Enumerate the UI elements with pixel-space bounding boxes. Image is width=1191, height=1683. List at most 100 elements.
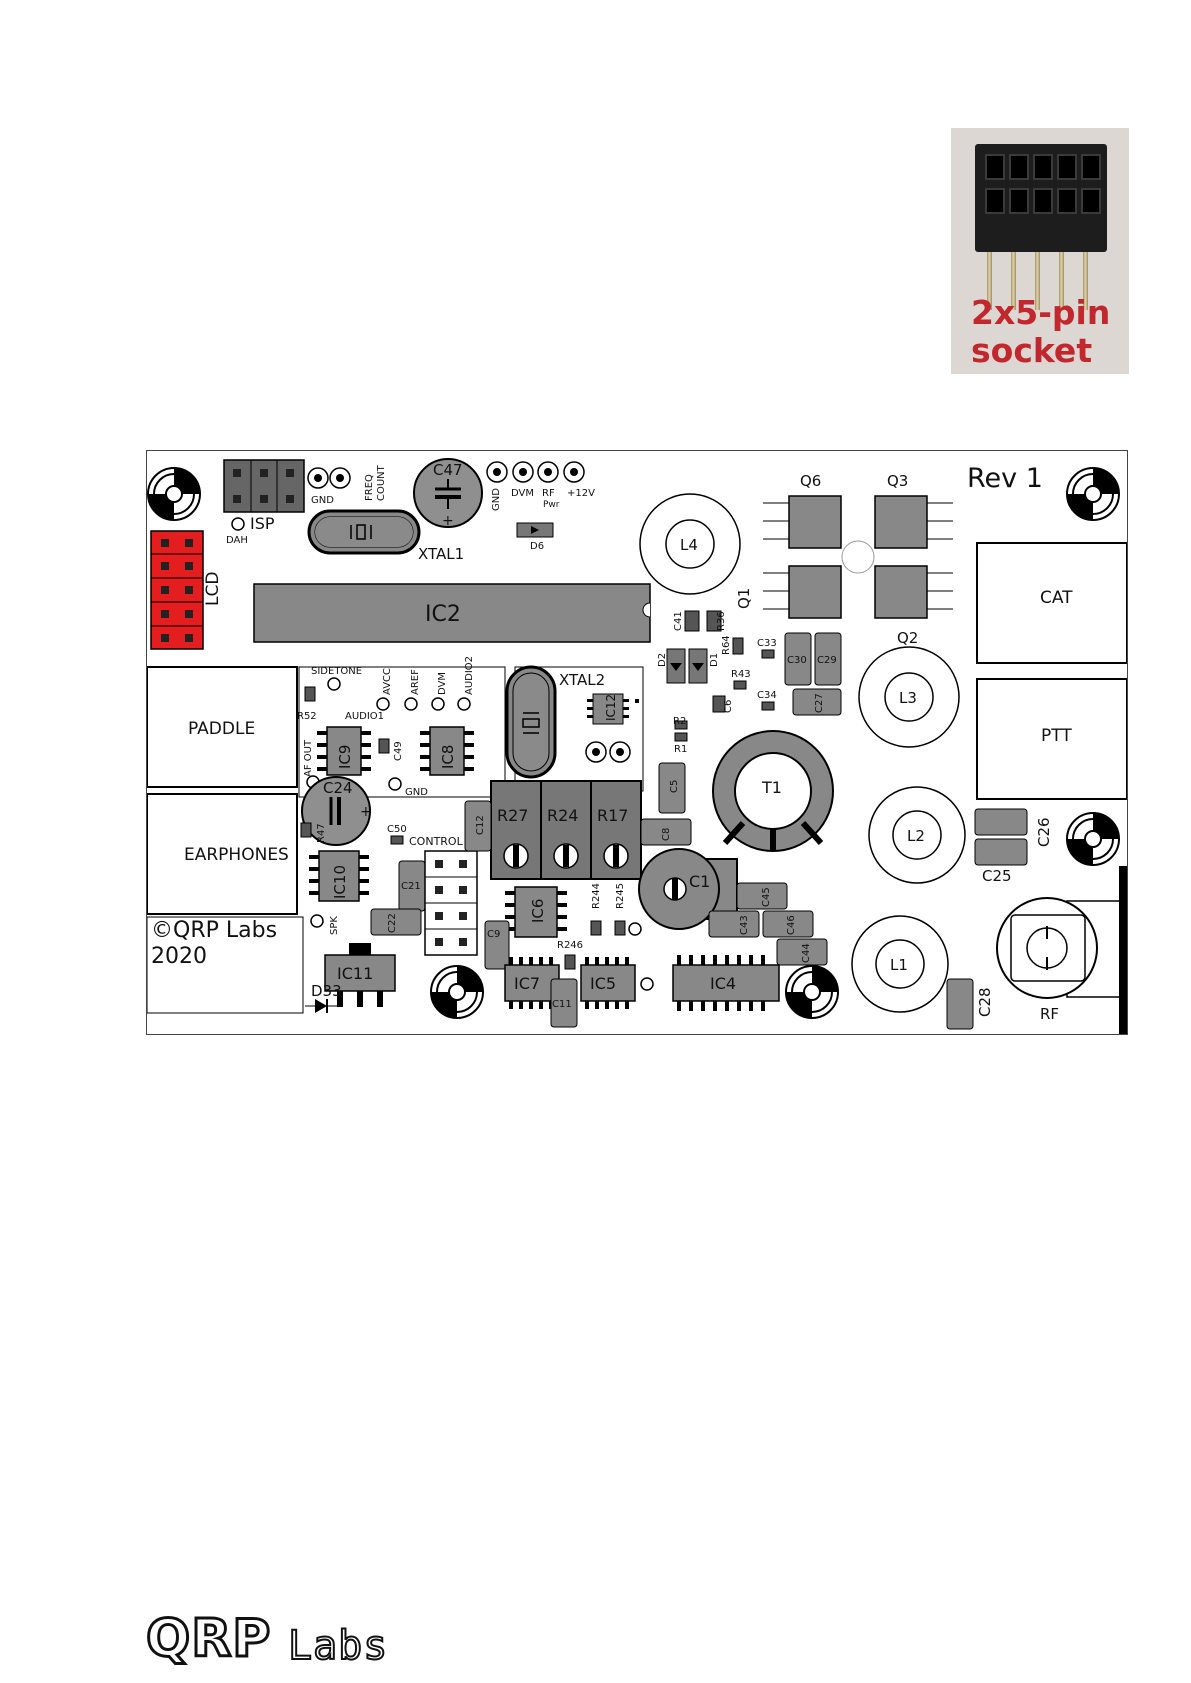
testpoint [640,977,654,991]
paddle-jack: PADDLE [147,666,298,788]
ic4: IC4 [672,955,780,1011]
ic12: IC12 [587,693,629,725]
af-out-label: AF OUT [303,739,314,777]
l4-inductor: L4 [639,493,741,595]
avcc-label: AVCC [382,668,393,695]
c41-label: C41 [673,611,684,631]
paddle-label: PADDLE [188,719,255,739]
c6-label: C6 [723,700,734,713]
c1-label: C1 [689,872,710,891]
r2-label: R2 [673,716,686,727]
ptt-label: PTT [1041,726,1072,746]
pcb-layout-diagram: Rev 1 ISP DAH LCD GND FREQ COUNT + C47 [146,450,1128,1035]
q3-transistor: Q3 [874,472,953,549]
c24-capacitor: + C24 [301,776,372,846]
r27-trimmer: R27 [490,780,542,880]
d1-label: D1 [709,653,720,667]
c9-label: C9 [487,929,500,940]
r47-label: R47 [316,823,327,843]
ic11-label: IC11 [337,964,373,983]
spk-label: SPK [329,916,340,935]
ic10-label: IC10 [331,865,349,899]
dah-testpoint [231,517,245,531]
r1-label: R1 [674,744,687,755]
c30-label: C30 [787,655,807,666]
r43-label: R43 [731,669,751,680]
control-header [424,850,478,956]
q2-label: Q2 [897,629,918,647]
c26-label: C26 [1035,817,1053,847]
q2-transistor: Q2 [874,565,953,647]
header-pin [609,741,631,763]
c11-label: C11 [552,999,572,1010]
q1-label: Q1 [735,588,753,609]
ic6-label: IC6 [529,899,547,923]
l1-inductor: L1 [851,915,949,1013]
r64-label: R64 [721,635,732,655]
c8-label: C8 [661,828,672,841]
q6-label: Q6 [800,472,821,490]
ic10: IC10 [309,850,369,902]
r24-trimmer: R24 [540,780,592,880]
c34-label: C34 [757,690,777,701]
q6-transistor: Q6 [763,472,842,549]
l2-label: L2 [907,827,925,845]
d2-label: D2 [657,653,668,667]
lcd-label: LCD [203,572,223,606]
isp-label: ISP [250,514,275,533]
centre-hole [841,540,875,574]
gnd-label-3: GND [405,787,428,798]
testpoint [628,922,642,936]
c12-label: C12 [475,815,486,835]
ic6: IC6 [505,886,567,938]
isp-header: ISP [223,459,305,533]
c44-label: C44 [801,943,812,963]
xtal2-label: XTAL2 [559,671,605,689]
l2-inductor: L2 [868,786,966,884]
xtal2: XTAL2 [505,665,605,779]
copyright-year: 2020 [151,944,207,969]
plus12v-label: +12V [567,488,595,499]
q1-transistor: Q1 [735,565,842,619]
c47-capacitor: + C47 [413,458,483,529]
header-pin [329,467,351,489]
earphones-label: EARPHONES [184,845,289,865]
l1-label: L1 [890,956,908,974]
c29-label: C29 [817,655,837,666]
l4-label: L4 [680,536,698,554]
cat-label: CAT [1040,588,1073,608]
c45-label: C45 [761,887,772,907]
t1-toroid: T1 [712,730,834,852]
c50-label: C50 [387,824,407,835]
rf-label: RF [1040,1005,1059,1023]
earphones-jack: EARPHONES [147,793,298,915]
c21-label: C21 [401,881,421,892]
ic12-label: IC12 [604,694,618,721]
r245-label: R245 [615,883,626,909]
ic2-label: IC2 [425,602,461,627]
c27-label: C27 [814,693,825,713]
labs-logo: Labs [287,1623,389,1669]
r17-label: R17 [597,806,628,825]
header-pin [307,467,329,489]
spk-testpoint [310,914,324,928]
freq-label: FREQ [364,474,375,501]
ptt-connector: PTT [976,678,1127,800]
c22-label: C22 [387,913,398,933]
gnd-testpoint [388,777,402,791]
q3-label: Q3 [887,472,908,490]
socket-body [975,144,1107,252]
socket-caption-line1: 2x5-pin [971,293,1111,332]
ic9: IC9 [317,726,371,776]
c33-label: C33 [757,638,777,649]
count-label: COUNT [376,464,387,501]
pwr-label: Pwr [543,500,560,510]
r244-label: R244 [591,883,602,909]
copyright-label: ©QRP Labs [151,918,277,943]
pcb-svg: Rev 1 ISP DAH LCD GND FREQ COUNT + C47 [147,458,1127,1034]
ic11-regulator: IC11 [324,943,396,1007]
mounting-hole [430,965,484,1019]
ic4-label: IC4 [710,974,736,993]
header-pin [512,461,534,483]
mounting-hole [1066,812,1120,866]
